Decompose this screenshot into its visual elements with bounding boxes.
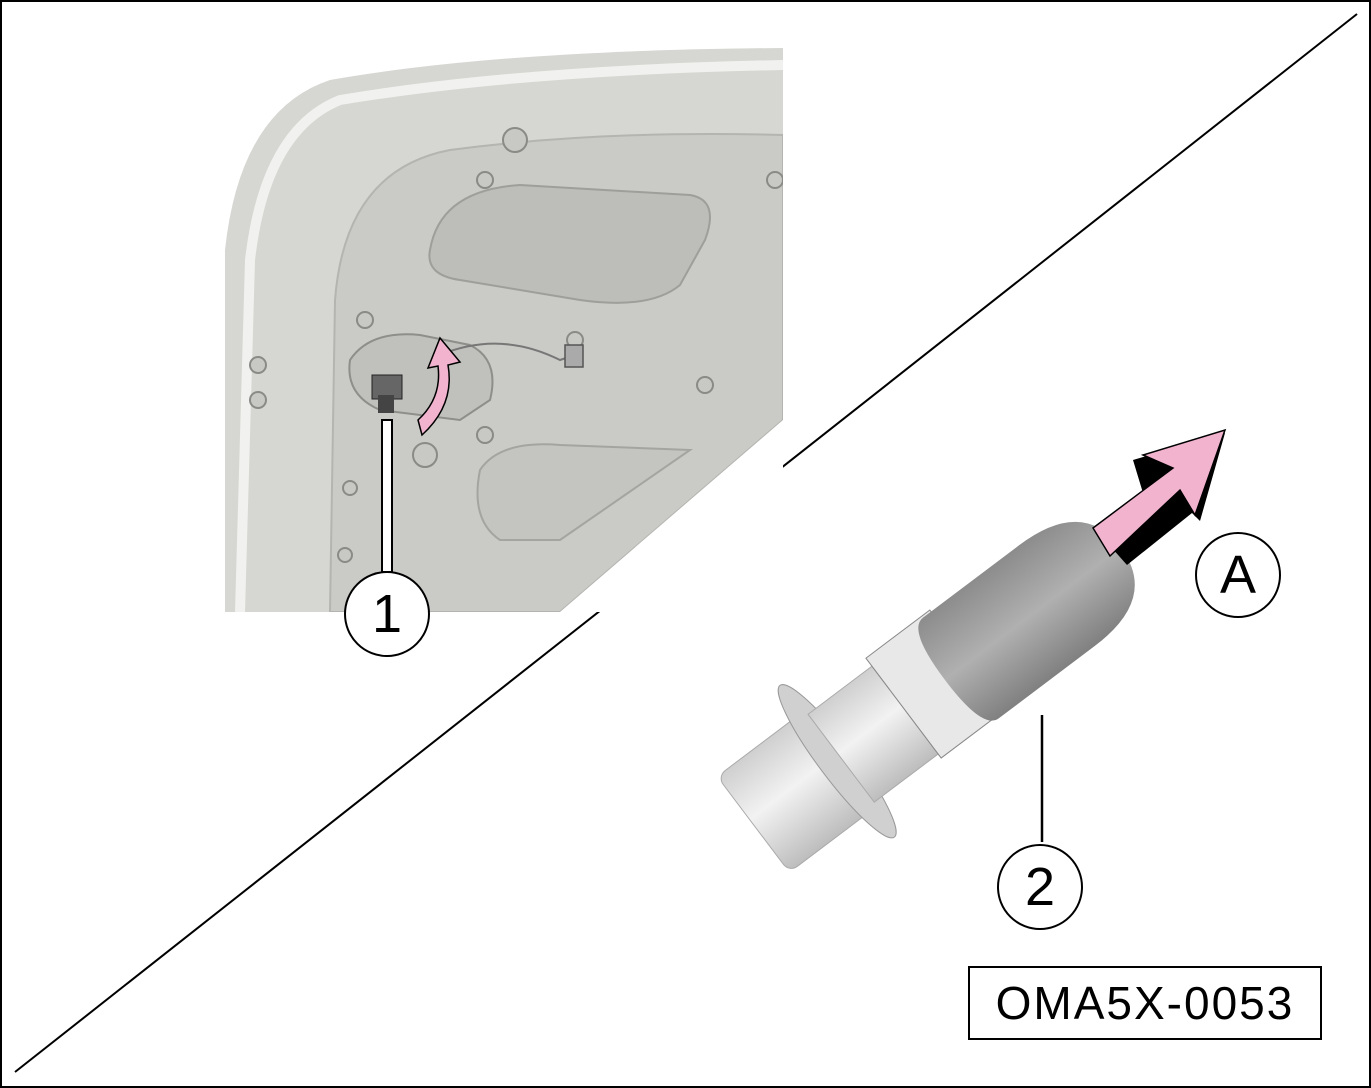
callout-1: 1	[344, 571, 430, 657]
leader-line-1	[381, 419, 393, 573]
callout-2: 2	[997, 844, 1083, 930]
pull-direction-arrow-icon	[1092, 428, 1227, 565]
bulb-assembly	[720, 521, 1135, 869]
callout-a: A	[1195, 532, 1281, 618]
figure-code-label: OMA5X-0053	[968, 966, 1322, 1040]
rotate-arrow-icon	[417, 336, 462, 437]
